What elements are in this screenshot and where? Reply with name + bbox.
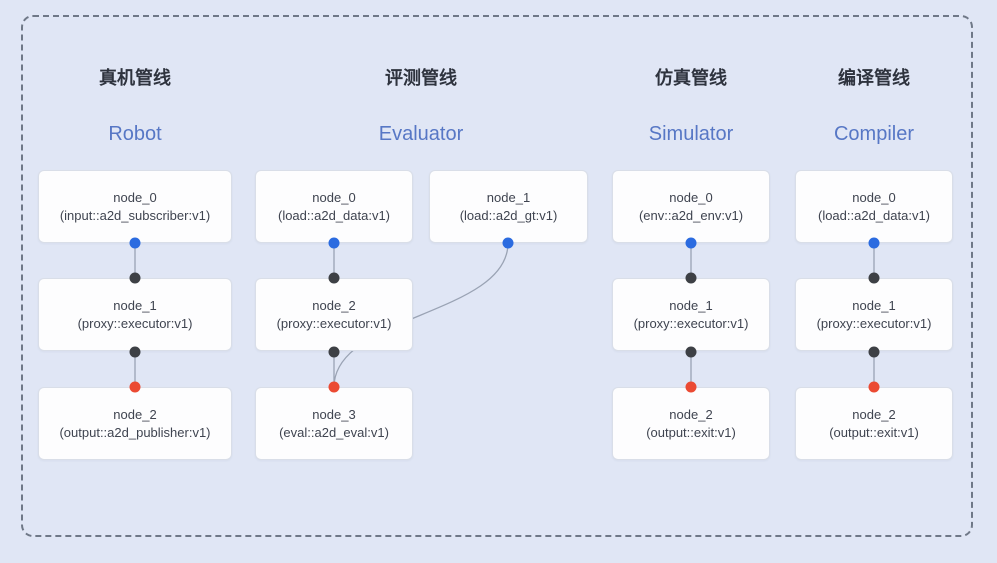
- node-name: node_2: [312, 298, 356, 313]
- evaluator-node-3-input-port: [328, 381, 340, 393]
- robot-node-1[interactable]: node_1 (proxy::executor:v1): [38, 278, 232, 351]
- robot-node-1-output-port: [129, 346, 141, 358]
- compiler-node-0-output-port: [868, 237, 880, 249]
- compiler-title-zh: 编译管线: [838, 68, 910, 88]
- robot-title-zh: 真机管线: [99, 68, 171, 88]
- node-name: node_1: [486, 190, 531, 205]
- node-type: (output::a2d_publisher:v1): [59, 425, 211, 440]
- compiler-node-1-input-port: [868, 272, 880, 284]
- simulator-node-1[interactable]: node_1 (proxy::executor:v1): [612, 278, 770, 351]
- evaluator-node-2-output-port: [328, 346, 340, 358]
- robot-node-2-input-port: [129, 381, 141, 393]
- evaluator-node-2-input-port: [328, 272, 340, 284]
- node-type: (proxy::executor:v1): [633, 316, 749, 331]
- compiler-title-en: Compiler: [833, 123, 915, 145]
- simulator-node-1-output-port: [685, 346, 697, 358]
- simulator-node-2-input-port: [685, 381, 697, 393]
- simulator-title-en: Simulator: [648, 123, 734, 145]
- simulator-node-2[interactable]: node_2 (output::exit:v1): [612, 387, 770, 460]
- robot-title-en: Robot: [108, 123, 162, 145]
- evaluator-node-0-output-port: [328, 237, 340, 249]
- node-name: node_1: [669, 298, 713, 313]
- evaluator-node-1[interactable]: node_1 (load::a2d_gt:v1): [429, 170, 588, 243]
- evaluator-node-3[interactable]: node_3 (eval::a2d_eval:v1): [255, 387, 413, 460]
- node-type: (proxy::executor:v1): [816, 316, 932, 331]
- simulator-title-zh: 仿真管线: [655, 68, 727, 88]
- compiler-node-1[interactable]: node_1 (proxy::executor:v1): [795, 278, 953, 351]
- node-type: (load::a2d_data:v1): [817, 208, 931, 223]
- simulator-node-1-input-port: [685, 272, 697, 284]
- evaluator-title-en: Evaluator: [378, 123, 464, 145]
- node-type: (input::a2d_subscriber:v1): [59, 208, 211, 223]
- node-type: (env::a2d_env:v1): [638, 208, 744, 223]
- node-name: node_0: [852, 190, 896, 205]
- node-type: (output::exit:v1): [829, 425, 919, 440]
- compiler-node-2[interactable]: node_2 (output::exit:v1): [795, 387, 953, 460]
- node-type: (proxy::executor:v1): [276, 316, 392, 331]
- robot-node-0[interactable]: node_0 (input::a2d_subscriber:v1): [38, 170, 232, 243]
- evaluator-node-0[interactable]: node_0 (load::a2d_data:v1): [255, 170, 413, 243]
- evaluator-node-2[interactable]: node_2 (proxy::executor:v1): [255, 278, 413, 351]
- node-type: (load::a2d_gt:v1): [459, 208, 558, 223]
- edge-evaluator-n1-n3: [333, 242, 509, 388]
- robot-node-1-input-port: [129, 272, 141, 284]
- robot-node-0-output-port: [129, 237, 141, 249]
- node-type: (load::a2d_data:v1): [277, 208, 391, 223]
- node-name: node_1: [852, 298, 896, 313]
- node-type: (eval::a2d_eval:v1): [279, 425, 389, 440]
- node-type: (output::exit:v1): [646, 425, 736, 440]
- diagram-dashed-border: [21, 15, 973, 537]
- compiler-node-2-input-port: [868, 381, 880, 393]
- node-name: node_2: [669, 407, 713, 422]
- node-name: node_2: [852, 407, 896, 422]
- compiler-node-0[interactable]: node_0 (load::a2d_data:v1): [795, 170, 953, 243]
- simulator-node-0-output-port: [685, 237, 697, 249]
- compiler-node-1-output-port: [868, 346, 880, 358]
- node-name: node_1: [113, 298, 157, 313]
- node-name: node_0: [669, 190, 713, 205]
- node-name: node_0: [113, 190, 157, 205]
- node-name: node_2: [113, 407, 157, 422]
- node-name: node_0: [312, 190, 356, 205]
- evaluator-title-zh: 评测管线: [385, 68, 457, 88]
- node-type: (proxy::executor:v1): [77, 316, 193, 331]
- simulator-node-0[interactable]: node_0 (env::a2d_env:v1): [612, 170, 770, 243]
- node-name: node_3: [312, 407, 356, 422]
- evaluator-node-1-output-port: [502, 237, 514, 249]
- robot-node-2[interactable]: node_2 (output::a2d_publisher:v1): [38, 387, 232, 460]
